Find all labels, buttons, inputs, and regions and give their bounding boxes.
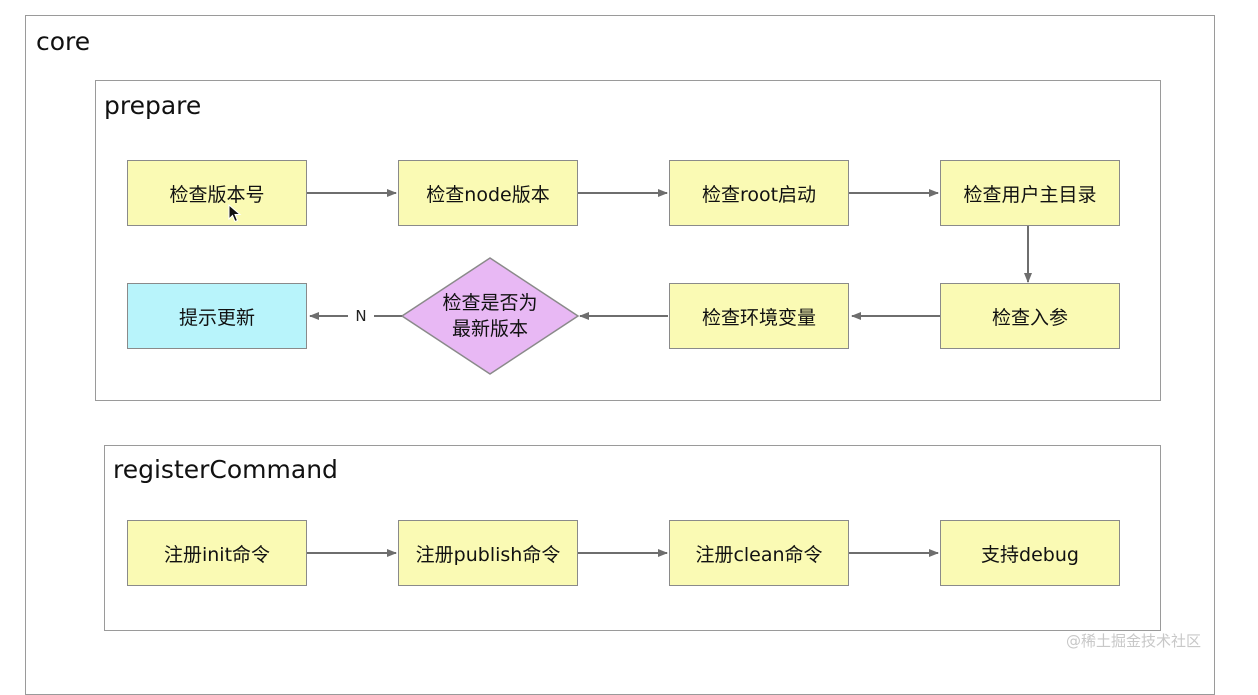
node-check-home-dir-label: 检查用户主目录 xyxy=(963,183,1097,206)
node-register-clean-label: 注册clean命令 xyxy=(695,543,823,566)
node-check-version: 检查版本号 xyxy=(127,160,307,226)
node-register-clean: 注册clean命令 xyxy=(669,520,849,586)
node-check-args: 检查入参 xyxy=(940,283,1120,349)
node-register-publish-label: 注册publish命令 xyxy=(415,543,561,566)
node-check-env: 检查环境变量 xyxy=(669,283,849,349)
node-check-env-label: 检查环境变量 xyxy=(701,306,816,329)
node-check-node-version: 检查node版本 xyxy=(398,160,578,226)
node-check-home-dir: 检查用户主目录 xyxy=(940,160,1120,226)
node-check-version-label: 检查版本号 xyxy=(169,183,265,206)
node-prompt-update-label: 提示更新 xyxy=(178,306,255,329)
mouse-cursor-icon xyxy=(228,204,242,223)
node-register-init: 注册init命令 xyxy=(127,520,307,586)
node-check-latest: 检查是否为 最新版本 xyxy=(405,288,575,344)
core-label: core xyxy=(36,27,91,56)
node-check-latest-line2: 最新版本 xyxy=(451,318,528,340)
node-prompt-update: 提示更新 xyxy=(127,283,307,349)
edge-label-no: N xyxy=(348,305,374,327)
node-check-args-label: 检查入参 xyxy=(991,306,1068,329)
node-check-root-label: 检查root启动 xyxy=(701,183,817,206)
node-support-debug-label: 支持debug xyxy=(981,543,1079,566)
register-command-label: registerCommand xyxy=(113,455,338,484)
node-check-latest-line1: 检查是否为 xyxy=(442,292,538,314)
node-check-root: 检查root启动 xyxy=(669,160,849,226)
watermark: @稀土掘金技术社区 xyxy=(1066,632,1202,650)
prepare-frame xyxy=(95,80,1161,401)
prepare-label: prepare xyxy=(104,91,202,120)
node-register-init-label: 注册init命令 xyxy=(163,543,271,566)
register-command-frame xyxy=(104,445,1161,631)
node-register-publish: 注册publish命令 xyxy=(398,520,578,586)
node-support-debug: 支持debug xyxy=(940,520,1120,586)
node-check-node-version-label: 检查node版本 xyxy=(426,183,550,206)
